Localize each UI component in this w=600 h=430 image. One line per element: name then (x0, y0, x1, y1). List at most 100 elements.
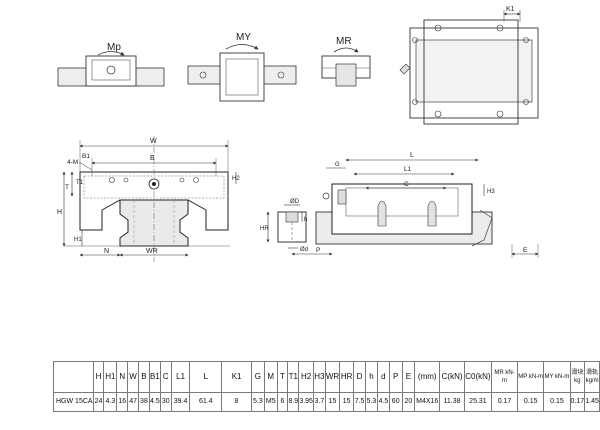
mr-moment-view: MR (321, 36, 371, 87)
h-small-label: h (304, 217, 307, 223)
cell-m: M5 (263, 392, 278, 412)
cell-w: 47 (127, 392, 140, 412)
cell-e: 20 (401, 392, 416, 412)
cell-mr: 0.17 (490, 392, 519, 412)
g-label: G (335, 162, 340, 168)
l1-label: L1 (404, 166, 412, 173)
header-h: H (92, 361, 105, 393)
cell-p: 60 (388, 392, 403, 412)
header-g: G (250, 361, 265, 393)
mp-moment-view: Mp (57, 42, 165, 87)
header-rail-weight: 滑轨 kg/m (584, 361, 600, 393)
cell-b: 38 (138, 392, 150, 412)
header-c: C (159, 361, 172, 393)
cell-g: 5.3 (250, 392, 265, 412)
header-h-small: h (365, 361, 378, 393)
header-l: L (189, 361, 223, 393)
header-e: E (401, 361, 416, 393)
header-p: P (388, 361, 403, 393)
h-label: H (57, 209, 62, 216)
model-cell: HGW 15CA (53, 392, 94, 412)
4m-label: 4-M (67, 159, 78, 166)
mr-arrow-icon (333, 47, 359, 53)
b-label: B (150, 155, 155, 162)
cell-my: 0.15 (543, 392, 571, 412)
cell-hr: 15 (339, 392, 355, 412)
k1-label: K1 (506, 6, 515, 13)
header-c-kn: C(kN) (439, 361, 465, 393)
header-m: M (263, 361, 278, 393)
cell-h-small: 5.3 (365, 392, 378, 412)
h3-label: H3 (487, 189, 495, 195)
header-block-weight: 滑块 kg (569, 361, 586, 393)
header-k1: K1 (221, 361, 252, 393)
phi-d-upper-label: ØD (290, 199, 300, 205)
e-label: E (523, 247, 528, 254)
mp-arrow-icon (97, 51, 125, 56)
cell-rail-weight: 1.45 (584, 392, 600, 412)
table-header-row: H H1 N W B B1 C L1 L K1 G M T T1 H2 H3 W… (53, 361, 600, 393)
mp-label: Mp (107, 42, 121, 53)
cell-d-upper: 7.5 (353, 392, 367, 412)
header-mm: (mm) (414, 361, 441, 393)
grease-nipple-icon (399, 63, 411, 75)
cell-h3: 3.7 (312, 392, 326, 412)
header-mr: MR kN-m (490, 361, 519, 393)
header-n: N (116, 361, 129, 393)
header-h2: H2 (298, 361, 314, 393)
phi-d-lower-label: Ød (300, 247, 308, 253)
h2-label: H2 (232, 176, 240, 182)
cell-wr: 15 (324, 392, 341, 412)
header-b1: B1 (148, 361, 161, 393)
cell-t: 6 (276, 392, 289, 412)
c-label: C (404, 181, 409, 188)
my-moment-view: MY (187, 32, 297, 102)
header-mp: MP kN-m (517, 361, 545, 393)
header-l1: L1 (170, 361, 191, 393)
cell-d-lower: 4.5 (376, 392, 390, 412)
header-model-cell (53, 361, 94, 393)
cell-h1: 4.3 (103, 392, 118, 412)
hr-label: HR (260, 226, 269, 232)
header-h3: H3 (312, 361, 326, 393)
cell-t1: 8.9 (287, 392, 300, 412)
cell-h: 24 (92, 392, 105, 412)
table-row: HGW 15CA 24 4.3 16 47 38 4.5 30 39.4 61.… (53, 392, 600, 412)
header-d-upper: D (353, 361, 367, 393)
b1-label: B1 (82, 153, 90, 160)
header-w: W (127, 361, 140, 393)
header-c0-kn: C0(kN) (463, 361, 492, 393)
mr-label: MR (336, 36, 352, 47)
header-d-lower: d (376, 361, 390, 393)
cell-c-kn: 11.38 (439, 392, 465, 412)
h1-label: H1 (74, 237, 82, 243)
cell-bolt: M4X16 (414, 392, 441, 412)
header-wr: WR (324, 361, 341, 393)
technical-drawing: Mp MY MR K1 (57, 6, 539, 262)
cell-k1: 8 (221, 392, 252, 412)
cell-c: 30 (159, 392, 172, 412)
cell-n: 16 (116, 392, 129, 412)
header-my: MY kN-m (543, 361, 571, 393)
wr-label: WR (146, 248, 158, 255)
header-t: T (276, 361, 289, 393)
t1-label: T1 (76, 180, 84, 186)
cell-b1: 4.5 (148, 392, 161, 412)
cell-mp: 0.15 (517, 392, 545, 412)
header-hr: HR (339, 361, 355, 393)
w-label: W (150, 138, 157, 145)
header-b: B (138, 361, 150, 393)
l-label: L (410, 152, 414, 159)
side-view: G L L1 C H3 ØD HR h Ød P E (260, 152, 539, 258)
plan-view: K1 (399, 6, 539, 125)
cell-block-weight: 0.17 (569, 392, 586, 412)
my-arrow-icon (225, 44, 259, 50)
my-label: MY (236, 32, 251, 43)
cell-c0-kn: 25.31 (463, 392, 492, 412)
header-t1: T1 (287, 361, 300, 393)
cell-l1: 39.4 (170, 392, 191, 412)
cell-h2: 3.95 (298, 392, 314, 412)
specification-table: H H1 N W B B1 C L1 L K1 G M T T1 H2 H3 W… (53, 361, 600, 412)
t-label: T (65, 184, 69, 191)
cell-l: 61.4 (189, 392, 223, 412)
